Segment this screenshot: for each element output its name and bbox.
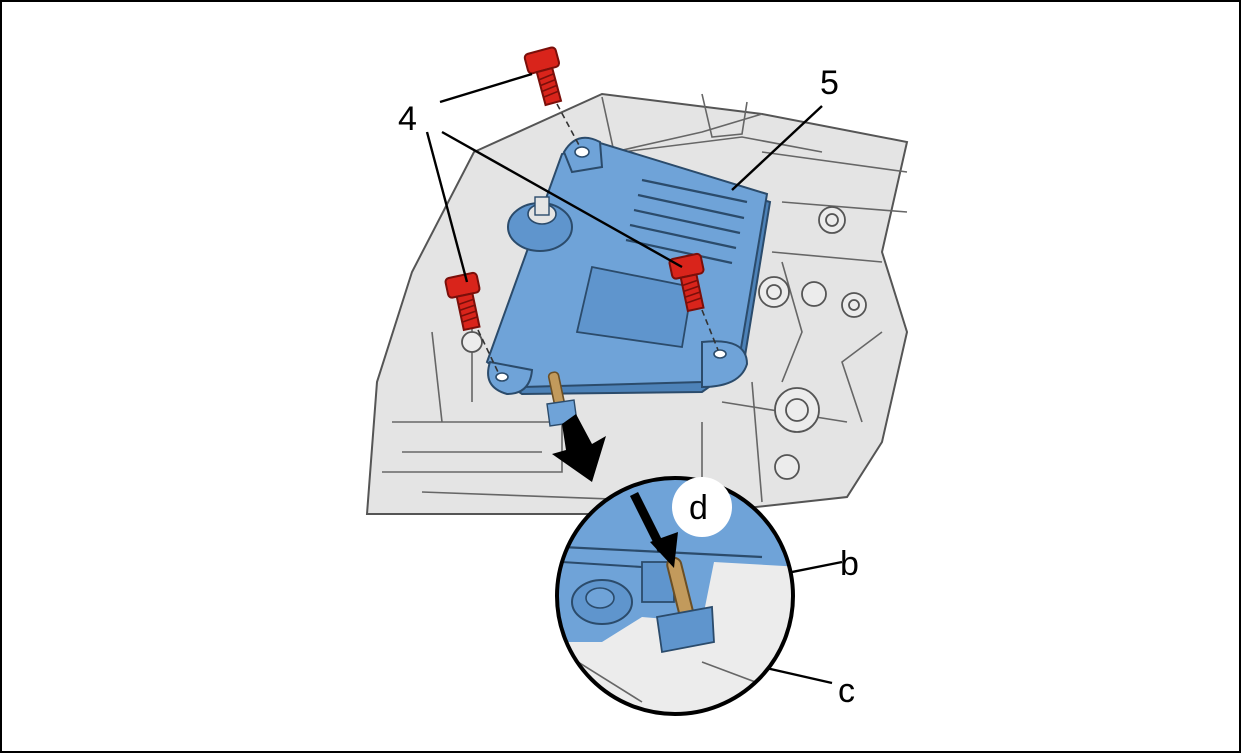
callout-4: 4 <box>398 100 417 138</box>
callout-b: b <box>840 545 859 583</box>
actuator-cover <box>485 136 772 427</box>
callout-c: c <box>838 672 855 710</box>
callout-d: d <box>689 489 708 527</box>
callout-5: 5 <box>820 64 839 102</box>
down-arrow-icon <box>552 414 606 482</box>
detail-view <box>555 476 795 716</box>
bolt-icon <box>444 46 719 373</box>
push-arrow-icon <box>629 491 678 568</box>
